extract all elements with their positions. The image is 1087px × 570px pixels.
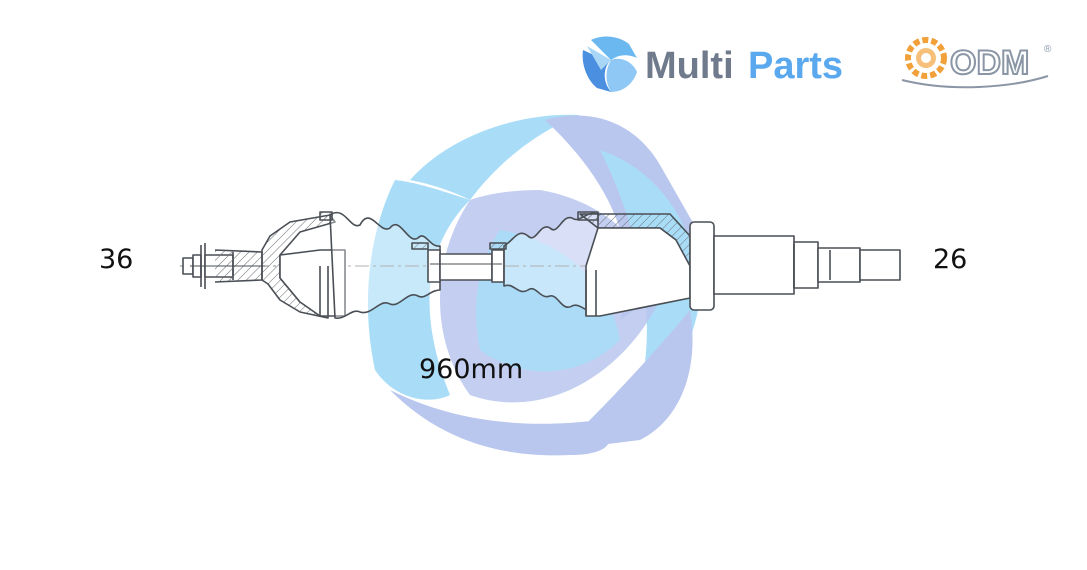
shaft-length-label: 960mm xyxy=(419,354,524,385)
outer-cv-joint xyxy=(261,214,346,319)
drive-shaft-drawing xyxy=(180,211,901,319)
odm-logo: ODM ® xyxy=(901,37,1052,89)
multiparts-logo-icon xyxy=(582,36,637,92)
middle-shaft xyxy=(427,249,505,283)
watermark-blade-left xyxy=(367,180,470,400)
watermark-blade-bottom-right xyxy=(560,310,693,450)
watermark-blade-bottom xyxy=(390,390,610,456)
multiparts-logo: Multi Parts xyxy=(582,36,843,92)
stub-shaft xyxy=(713,235,901,295)
odm-logo-text: ODM xyxy=(950,44,1029,82)
odm-swoosh xyxy=(901,75,1049,89)
odm-gear-icon xyxy=(905,37,947,79)
watermark-blade-top xyxy=(410,114,580,200)
right-spline-count: 26 xyxy=(933,244,968,275)
inner-boot-clamp xyxy=(489,242,507,250)
watermark-swirl xyxy=(476,230,620,372)
multiparts-logo-text-multi: Multi xyxy=(645,45,734,87)
left-stud xyxy=(182,243,265,289)
outer-boot-clamp xyxy=(319,211,333,221)
odm-registered-mark: ® xyxy=(1044,44,1052,55)
multiparts-logo-text-parts: Parts xyxy=(748,45,843,87)
inner-joint-flange xyxy=(689,221,715,311)
outer-boot-clamp-inner xyxy=(411,242,429,250)
left-spline-count: 36 xyxy=(99,244,134,275)
inner-cv-joint xyxy=(579,213,691,317)
